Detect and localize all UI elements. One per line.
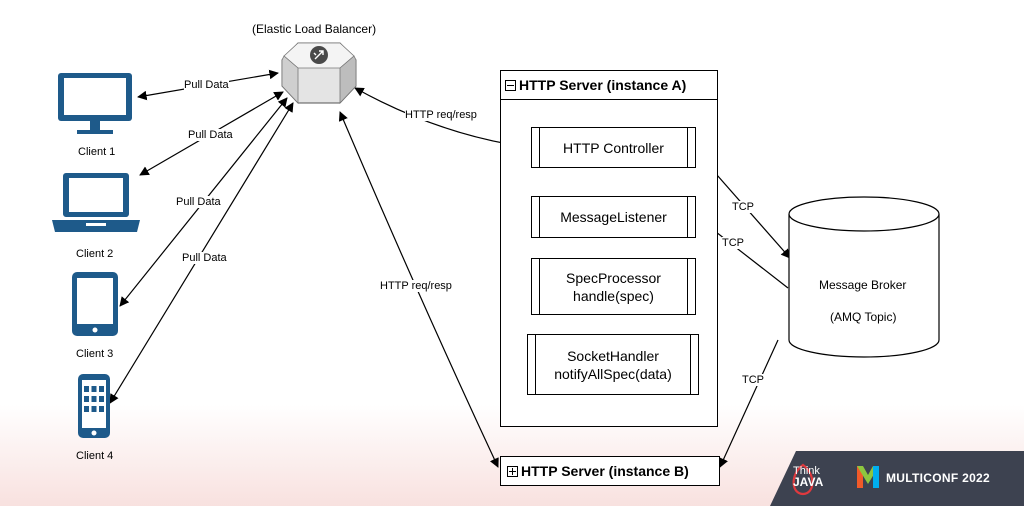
edge-label-tcp-3: TCP	[742, 374, 764, 386]
http-server-b-container[interactable]: HTTP Server (instance B)	[500, 456, 720, 486]
edge-label-http-a: HTTP req/resp	[405, 109, 477, 121]
multiconf-logo-icon	[857, 466, 879, 488]
edge-label-pull-data-3: Pull Data	[176, 196, 221, 208]
smartphone-icon	[78, 374, 110, 438]
edge-label-http-b: HTTP req/resp	[380, 280, 452, 292]
client-1-label: Client 1	[78, 146, 116, 158]
tablet-icon	[72, 272, 118, 336]
laptop-icon	[52, 173, 140, 232]
think-java-logo: Think JAVA	[793, 465, 824, 489]
edge-label-pull-data-4: Pull Data	[182, 252, 227, 264]
http-server-b-title: HTTP Server (instance B)	[521, 463, 689, 479]
spec-processor-box[interactable]: SpecProcessor handle(spec)	[531, 258, 696, 315]
edge-label-tcp-1: TCP	[732, 201, 754, 213]
client-4-label: Client 4	[76, 450, 114, 462]
edge-broker-server-b	[719, 339, 779, 468]
edge-label-pull-data-1: Pull Data	[184, 79, 229, 91]
load-balancer-icon	[281, 42, 357, 105]
expand-icon[interactable]	[507, 465, 518, 477]
desktop-monitor-icon	[58, 73, 132, 134]
http-server-a-title: HTTP Server (instance A)	[519, 77, 687, 93]
load-balancer-label: (Elastic Load Balancer)	[252, 22, 377, 36]
client-2-label: Client 2	[76, 248, 114, 260]
socket-handler-box[interactable]: SocketHandler notifyAllSpec(data)	[527, 334, 699, 395]
think-java-logo-icon	[792, 463, 814, 496]
message-listener-box[interactable]: MessageListener	[531, 196, 696, 238]
http-controller-box[interactable]: HTTP Controller	[531, 127, 696, 168]
http-server-a-header[interactable]: HTTP Server (instance A)	[501, 71, 717, 100]
client-3-label: Client 3	[76, 348, 114, 360]
message-listener-label: MessageListener	[560, 209, 667, 225]
message-broker-label: Message Broker	[819, 278, 907, 292]
http-controller-label: HTTP Controller	[563, 139, 664, 156]
edge-label-pull-data-2: Pull Data	[188, 129, 233, 141]
edge-label-tcp-2: TCP	[722, 237, 744, 249]
message-broker-cylinder[interactable]	[788, 196, 940, 360]
multiconf-label: MULTICONF 2022	[886, 471, 990, 485]
spec-processor-label: SpecProcessor handle(spec)	[566, 269, 661, 304]
edge-lb-http-b	[338, 111, 499, 468]
socket-handler-label: SocketHandler notifyAllSpec(data)	[554, 347, 672, 382]
message-broker-sublabel: (AMQ Topic)	[830, 310, 897, 324]
collapse-icon[interactable]	[505, 79, 516, 91]
